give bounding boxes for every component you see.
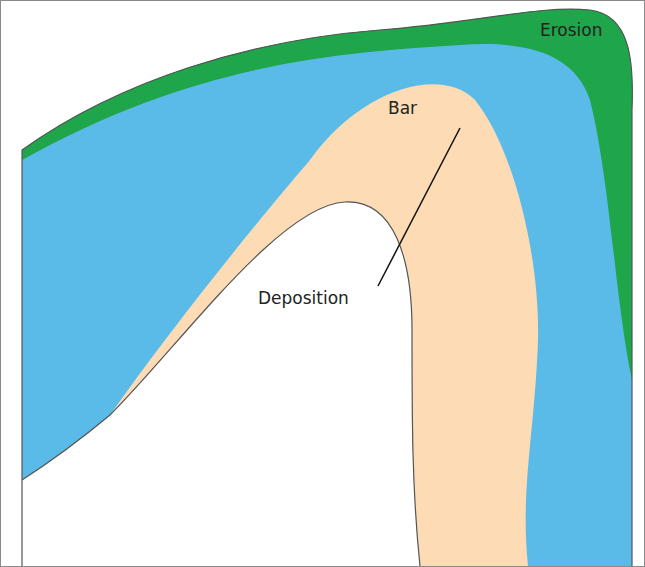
point-bar <box>110 84 538 566</box>
leader-line <box>378 128 460 286</box>
inner-bank-line <box>22 202 420 566</box>
process-label: Deposition <box>258 288 349 308</box>
river-channel <box>22 9 632 566</box>
region-label: Bar <box>388 98 417 118</box>
region-label: Erosion <box>540 20 603 40</box>
outer-bank-line <box>22 9 632 566</box>
